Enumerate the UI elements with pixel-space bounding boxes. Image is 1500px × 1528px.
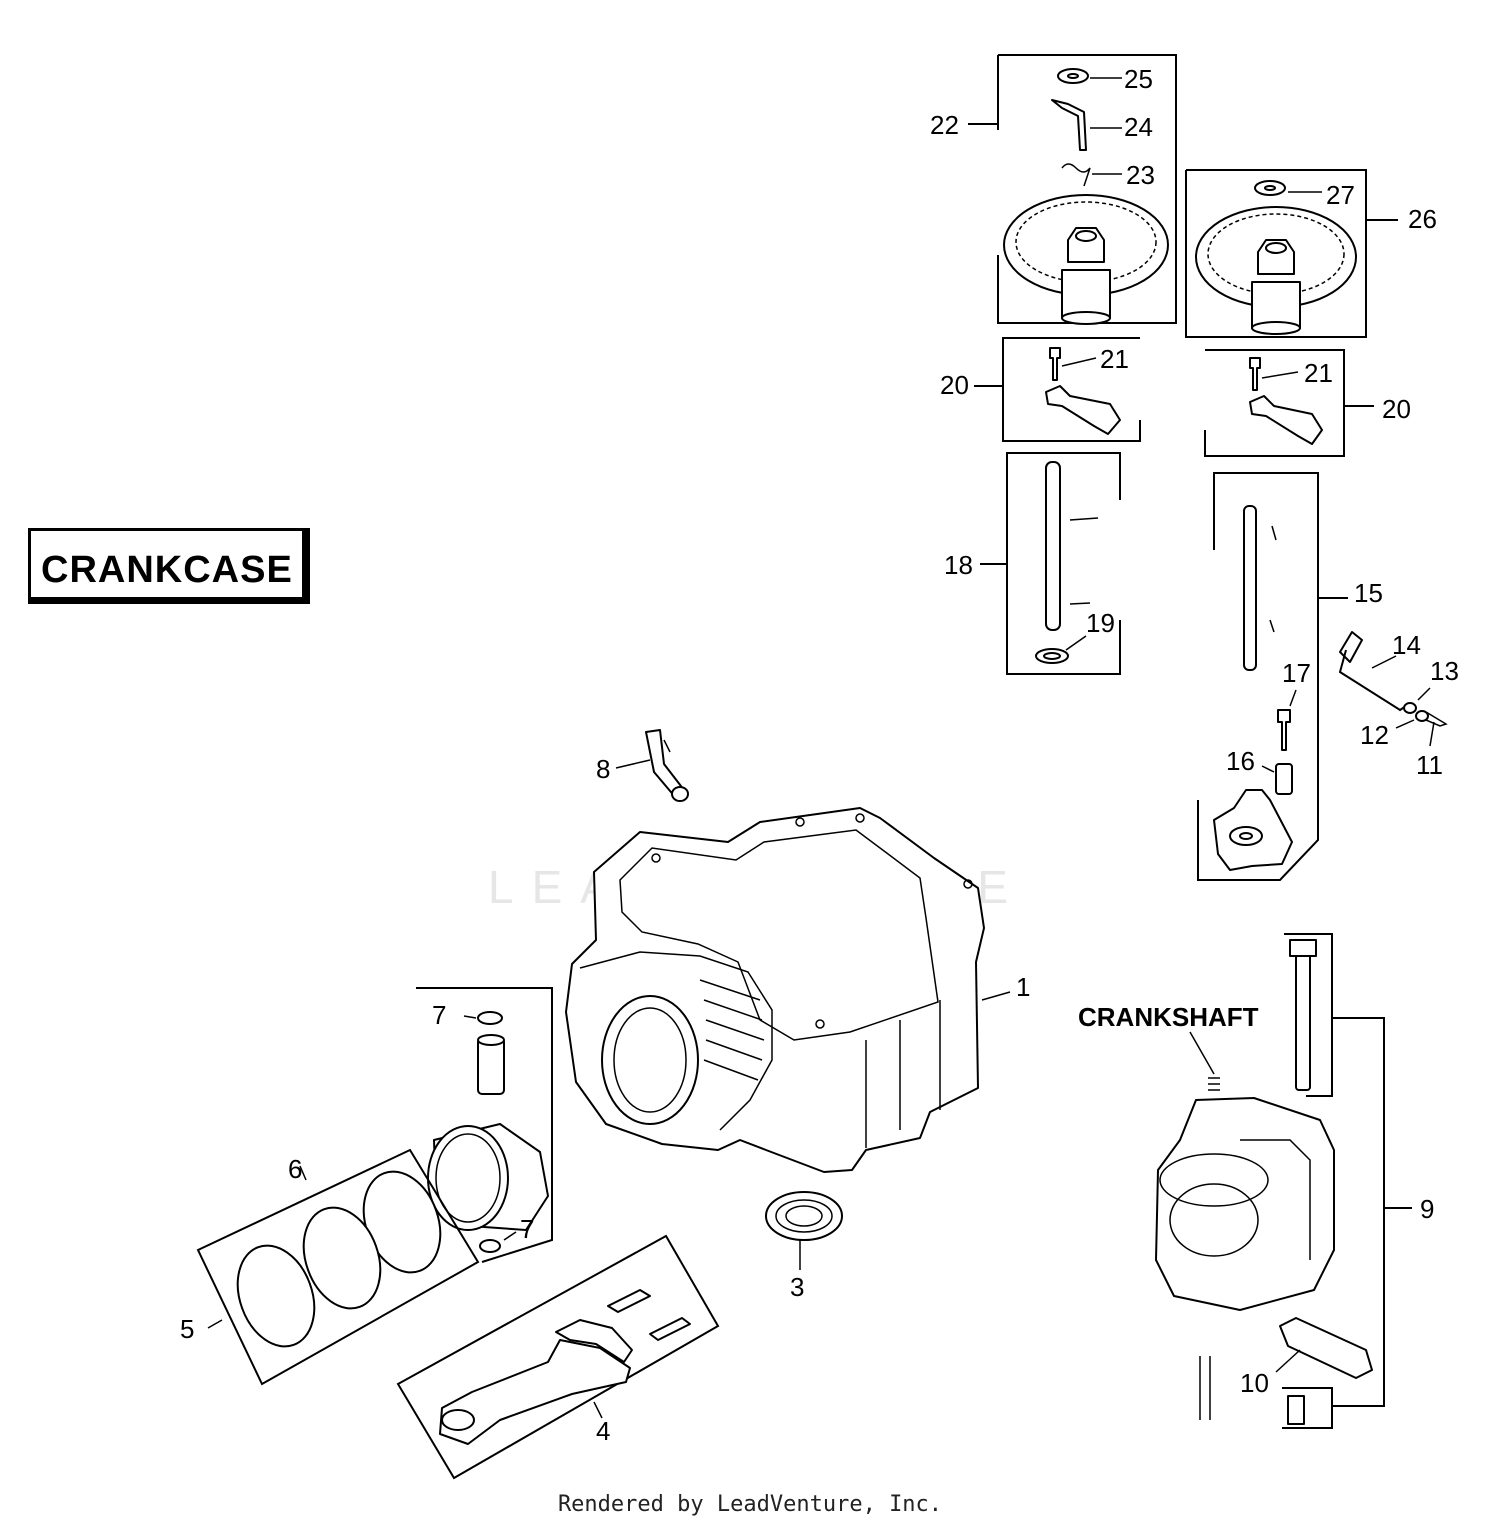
group-9-crankshaft-assembly	[1155, 933, 1412, 1429]
group-20-right	[1204, 349, 1374, 457]
callout-23: 23	[1126, 160, 1155, 190]
group-18-shaft	[980, 452, 1121, 675]
callout-13: 13	[1430, 656, 1459, 686]
callout-20b: 20	[1382, 394, 1411, 424]
diagram-title-box: CRANKCASE	[28, 528, 310, 604]
group-26-governor-gear	[1185, 169, 1398, 338]
callout-21a: 21	[1100, 344, 1129, 374]
group-20-left	[974, 337, 1141, 442]
callout-10: 10	[1240, 1368, 1269, 1398]
footer-credit: Rendered by LeadVenture, Inc.	[557, 1492, 943, 1517]
callout-7b: 7	[520, 1214, 534, 1244]
callout-27: 27	[1326, 180, 1355, 210]
callout-22: 22	[930, 110, 959, 140]
group-22-governor-gear	[968, 54, 1177, 325]
group-15-cross-shaft	[1197, 472, 1348, 881]
callout-15: 15	[1354, 578, 1383, 608]
linkage-parts	[1338, 631, 1448, 747]
callout-18: 18	[944, 550, 973, 580]
callout-6: 6	[288, 1154, 302, 1184]
part-4-connecting-rod	[396, 1234, 720, 1480]
callout-5: 5	[180, 1314, 194, 1344]
piston-rings	[196, 1148, 480, 1386]
callout-9: 9	[1420, 1194, 1434, 1224]
callout-16: 16	[1226, 746, 1255, 776]
part-3-oil-seal	[765, 1191, 843, 1270]
callout-17: 17	[1282, 658, 1311, 688]
callout-8: 8	[596, 754, 610, 784]
callout-3: 3	[790, 1272, 804, 1302]
callout-labels: 1 3 4 5 6 7 7 8 9 10 11 12 13 14 15 16 1…	[180, 64, 1459, 1446]
callout-12: 12	[1360, 720, 1389, 750]
piston-group	[416, 987, 553, 1263]
callout-24: 24	[1124, 112, 1153, 142]
callout-14: 14	[1392, 630, 1421, 660]
callout-20a: 20	[940, 370, 969, 400]
part-1-crankcase	[565, 807, 1011, 1173]
callout-4: 4	[596, 1416, 610, 1446]
callout-21b: 21	[1304, 358, 1333, 388]
callout-7a: 7	[432, 1000, 446, 1030]
callout-11: 11	[1416, 750, 1443, 780]
callout-26: 26	[1408, 204, 1437, 234]
callout-19: 19	[1086, 608, 1115, 638]
callout-1: 1	[1016, 972, 1030, 1002]
part-8-tube	[615, 729, 689, 802]
callout-25: 25	[1124, 64, 1153, 94]
diagram-title: CRANKCASE	[41, 549, 293, 591]
crankshaft-label: CRANKSHAFT	[1078, 1002, 1259, 1032]
